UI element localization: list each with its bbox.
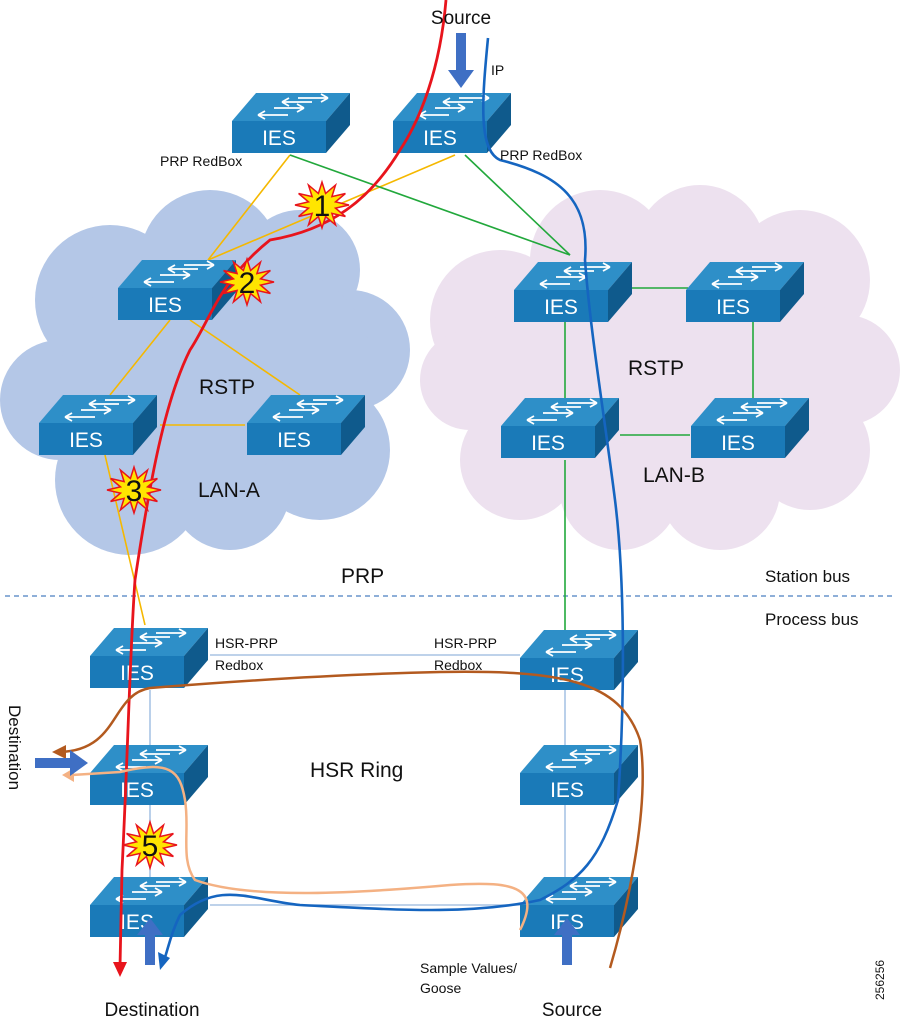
hsr-middle-right-switch: IES bbox=[520, 745, 638, 805]
hsr-ring-label: HSR Ring bbox=[310, 759, 403, 782]
ip-label: IP bbox=[491, 62, 504, 78]
source-bottom-arrow bbox=[554, 918, 580, 965]
switch-label: IES bbox=[277, 429, 311, 452]
switch-label: IES bbox=[148, 294, 182, 317]
prp-redbox-right-label: PRP RedBox bbox=[500, 147, 582, 163]
failure-burst-5: 5 bbox=[122, 819, 178, 871]
sample-values-label-1: Sample Values/ bbox=[420, 960, 517, 976]
lan-b-bottom-right-switch: IES bbox=[691, 398, 809, 458]
sample-values-label-2: Goose bbox=[420, 980, 461, 996]
hsr-redbox-left-switch: IES bbox=[90, 628, 208, 688]
prp-redbox-left-switch: IES bbox=[232, 93, 350, 153]
destination-left-arrow bbox=[35, 750, 88, 776]
rstp-right-label: RSTP bbox=[628, 357, 684, 380]
destination-bottom-label: Destination bbox=[104, 1000, 199, 1021]
switch-label: IES bbox=[262, 127, 296, 150]
destination-bottom-arrow bbox=[137, 918, 163, 965]
lan-b-top-right-switch: IES bbox=[686, 262, 804, 322]
hsr-redbox-right-switch: IES bbox=[520, 630, 638, 690]
hsr-prp-left-label-2: Redbox bbox=[215, 657, 263, 673]
switch-label: IES bbox=[423, 127, 457, 150]
station-bus-label: Station bus bbox=[765, 567, 850, 586]
lan-b-links bbox=[289, 154, 754, 630]
lan-a-label: LAN-A bbox=[198, 479, 260, 502]
hsr-prp-right-label-1: HSR-PRP bbox=[434, 635, 497, 651]
destination-left-label: Destination bbox=[5, 705, 24, 790]
lan-b-top-left-switch: IES bbox=[514, 262, 632, 322]
switch-label: IES bbox=[544, 296, 578, 319]
source-top-arrow bbox=[448, 33, 474, 88]
prp-redbox-left-label: PRP RedBox bbox=[160, 153, 242, 169]
failure-burst-number: 3 bbox=[126, 475, 143, 508]
prp-label: PRP bbox=[341, 565, 384, 588]
switch-label: IES bbox=[69, 429, 103, 452]
switch-label: IES bbox=[550, 779, 584, 802]
failure-burst-2: 2 bbox=[219, 256, 275, 308]
prp-frame-path bbox=[118, 0, 448, 968]
lan-a-right-switch: IES bbox=[247, 395, 365, 455]
sv-goose-frame-path bbox=[71, 765, 529, 931]
figure-id-label: 256256 bbox=[873, 960, 887, 1000]
hsr-prp-left-label-1: HSR-PRP bbox=[215, 635, 278, 651]
source-top-label: Source bbox=[431, 8, 491, 29]
rstp-left-label: RSTP bbox=[199, 376, 255, 399]
hsr-frame-path bbox=[59, 670, 644, 969]
lan-a-top-switch: IES bbox=[118, 260, 236, 320]
switch-label: IES bbox=[716, 296, 750, 319]
prp-frame-arrowhead bbox=[113, 962, 127, 977]
hsr-middle-left-switch: IES bbox=[90, 745, 208, 805]
switch-label: IES bbox=[120, 662, 154, 685]
hsr-bottom-left-switch: IES bbox=[90, 877, 208, 937]
source-bottom-label: Source bbox=[542, 1000, 602, 1021]
switch-label: IES bbox=[531, 432, 565, 455]
switch-label: IES bbox=[721, 432, 755, 455]
switch-label: IES bbox=[120, 779, 154, 802]
lan-b-label: LAN-B bbox=[643, 464, 705, 487]
lan-b-bottom-left-switch: IES bbox=[501, 398, 619, 458]
hsr-frame-arrowhead bbox=[52, 745, 66, 759]
ip-frame-arrowhead bbox=[158, 952, 170, 970]
process-bus-label: Process bus bbox=[765, 610, 859, 629]
failure-burst-1: 1 bbox=[294, 179, 350, 231]
failure-burst-3: 3 bbox=[106, 464, 162, 516]
prp-redbox-right-switch: IES bbox=[393, 93, 511, 153]
failure-burst-number: 2 bbox=[239, 267, 256, 300]
failure-burst-number: 5 bbox=[142, 830, 159, 863]
ip-frame-path bbox=[162, 37, 625, 961]
lan-a-left-switch: IES bbox=[39, 395, 157, 455]
failure-burst-number: 1 bbox=[314, 190, 331, 223]
hsr-prp-right-label-2: Redbox bbox=[434, 657, 482, 673]
